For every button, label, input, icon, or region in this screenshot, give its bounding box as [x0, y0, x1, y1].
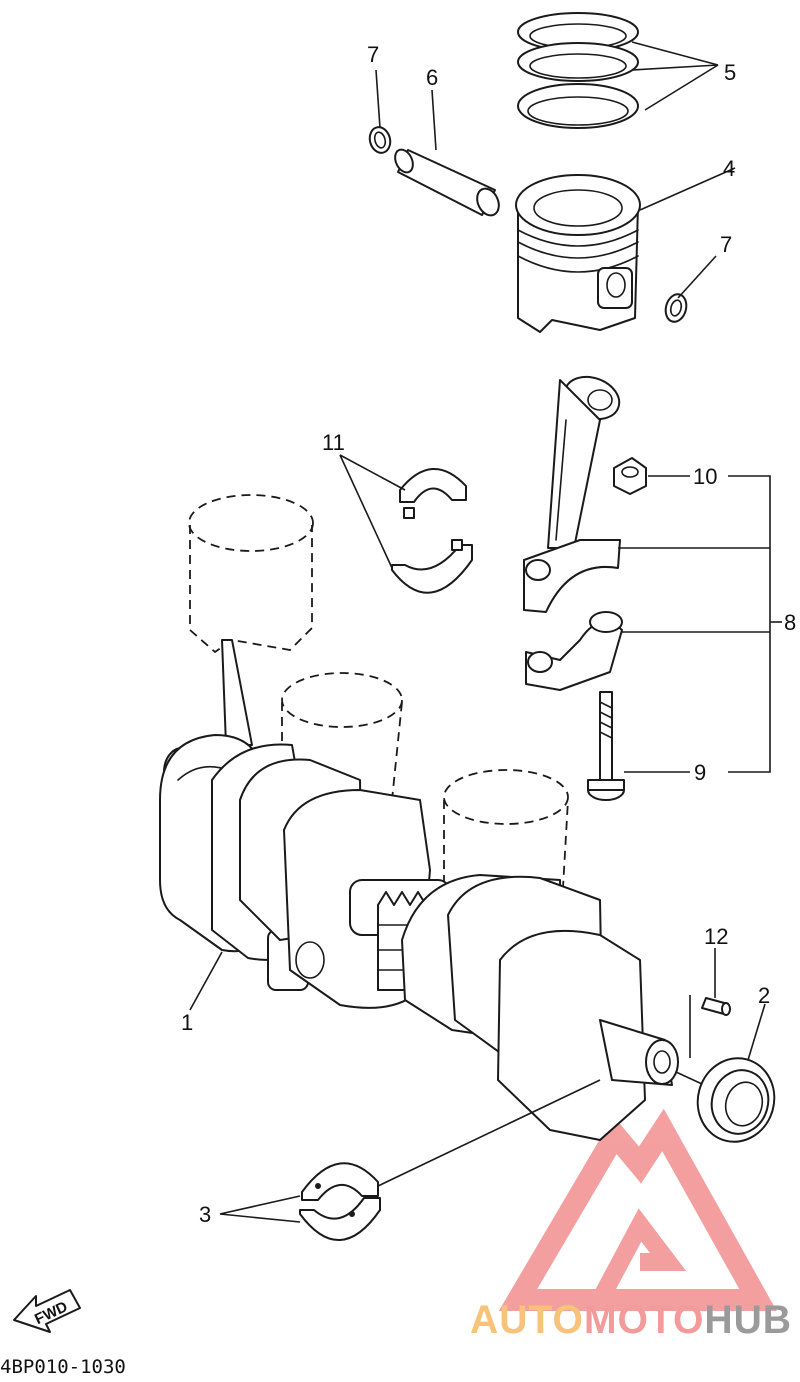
- watermark-moto: MOTO: [584, 1298, 704, 1342]
- callout-8: 8: [784, 610, 796, 635]
- crankshaft-main-bearings: [299, 1162, 381, 1241]
- connecting-rod: [523, 375, 621, 613]
- callout-numbers: 1 2 3 4 5 6 7 7 8 9 10 11 12: [181, 42, 796, 1227]
- connecting-rod-bearing-lower: [391, 539, 473, 594]
- callout-7-upper: 7: [367, 42, 379, 67]
- piston-rings: [517, 12, 639, 129]
- piston-pin: [394, 148, 500, 217]
- connecting-rod-cap: [525, 611, 623, 691]
- callout-7-lower: 7: [720, 232, 732, 257]
- oil-seal: [696, 1057, 776, 1143]
- callout-6: 6: [426, 65, 438, 90]
- watermark-text: AUTOMOTOHUB: [470, 1298, 792, 1342]
- svg-text:AUTOMOTOHUB: AUTOMOTOHUB: [470, 1298, 792, 1342]
- connecting-rod-nut: [613, 457, 647, 495]
- connecting-rod-bolt: [587, 691, 625, 801]
- leader-lines: [189, 41, 782, 1223]
- dowel-pin: [701, 997, 731, 1016]
- watermark-auto: AUTO: [470, 1298, 584, 1342]
- callout-11: 11: [322, 430, 345, 455]
- callout-3: 3: [199, 1202, 211, 1227]
- piston-pin-clip-left: [368, 126, 392, 154]
- watermark-hub: HUB: [704, 1298, 792, 1342]
- callout-1: 1: [181, 1010, 193, 1035]
- callout-10: 10: [693, 464, 717, 489]
- connecting-rod-bearing-upper: [399, 468, 467, 519]
- callout-5: 5: [724, 60, 736, 85]
- watermark-logo-icon: [498, 1108, 777, 1311]
- callout-12: 12: [704, 924, 728, 949]
- piston-pin-clip-right: [664, 293, 688, 323]
- callout-4: 4: [723, 156, 735, 181]
- diagram-code: 4BP010-1030: [0, 1356, 126, 1378]
- callout-9: 9: [694, 760, 706, 785]
- forward-direction-arrow-icon: FWD: [13, 1289, 81, 1333]
- piston: [515, 174, 641, 333]
- callout-2: 2: [758, 983, 770, 1008]
- crankshaft: [159, 639, 679, 1141]
